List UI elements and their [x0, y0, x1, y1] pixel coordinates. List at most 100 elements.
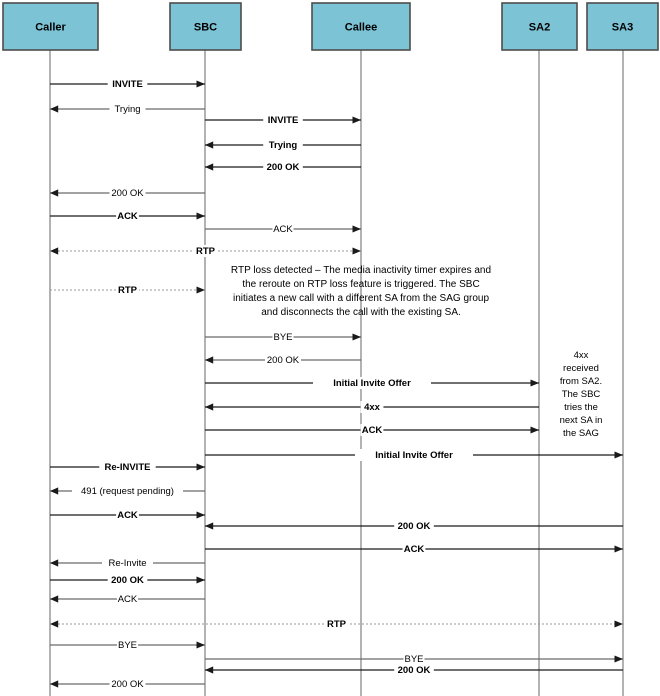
message-label: BYE [118, 640, 137, 651]
message-17-re-invite[interactable]: Re-INVITE [50, 461, 205, 473]
lifeline-callee[interactable]: Callee [311, 2, 411, 696]
lifeline-box-sa3[interactable] [586, 2, 659, 51]
message-label: RTP [327, 619, 347, 630]
message-7-ack[interactable]: ACK [50, 210, 205, 222]
message-label: Trying [114, 104, 140, 115]
message-label-backdrop [313, 377, 431, 389]
message-label-backdrop [394, 520, 434, 532]
lifeline-box-callee[interactable] [311, 2, 411, 51]
message-9-rtp[interactable]: RTP [49, 245, 361, 257]
message-label-backdrop [263, 161, 303, 173]
note-line: next SA in [560, 415, 603, 426]
note-line: received [563, 363, 599, 374]
message-27-bye[interactable]: BYE [205, 653, 623, 665]
message-26-bye[interactable]: BYE [50, 639, 205, 651]
message-label: ACK [117, 510, 138, 521]
message-label-backdrop [265, 354, 301, 366]
message-2-trying[interactable]: Trying [49, 103, 205, 115]
message-19-ack[interactable]: ACK [50, 509, 205, 521]
message-label-backdrop [394, 664, 434, 676]
message-18-491-request-pending[interactable]: 491 (request pending) [49, 485, 205, 497]
lifeline-sa2[interactable]: SA2 [501, 2, 578, 696]
message-label: 4xx [364, 402, 381, 413]
message-label-backdrop [325, 618, 348, 630]
message-label-backdrop [263, 114, 303, 126]
message-label-backdrop [99, 461, 156, 473]
message-label: Initial Invite Offer [375, 450, 453, 461]
message-label-backdrop [102, 557, 153, 569]
message-label: Re-Invite [108, 558, 146, 569]
note-line: and disconnects the call with the existi… [261, 307, 461, 318]
message-label-backdrop [355, 449, 473, 461]
message-label-backdrop [109, 187, 146, 199]
message-label: 200 OK [111, 575, 144, 586]
message-label: 200 OK [267, 355, 300, 366]
message-label: 200 OK [111, 188, 144, 199]
message-29-200-ok[interactable]: 200 OK [49, 678, 205, 690]
note-line: tries the [564, 402, 598, 413]
message-1-invite[interactable]: INVITE [50, 78, 205, 90]
message-label: 200 OK [398, 665, 431, 676]
message-label-backdrop [116, 210, 139, 222]
note-line: The SBC [562, 389, 601, 400]
message-14-4xx[interactable]: 4xx [204, 401, 539, 413]
message-5-200-ok[interactable]: 200 OK [204, 161, 361, 173]
message-label: ACK [404, 544, 425, 555]
lifeline-box-sbc[interactable] [169, 2, 242, 51]
message-label-backdrop [194, 245, 217, 257]
message-4-trying[interactable]: Trying [204, 139, 361, 151]
message-label-backdrop [72, 485, 183, 497]
lifeline-sbc[interactable]: SBC [169, 2, 242, 696]
message-label-backdrop [107, 574, 148, 586]
lifeline-label-sa3: SA3 [612, 21, 633, 33]
message-label: 200 OK [267, 162, 300, 173]
message-label-backdrop [107, 78, 148, 90]
note-line: from SA2. [560, 376, 602, 387]
note-line: RTP loss detected – The media inactivity… [231, 265, 491, 276]
message-label: ACK [362, 425, 383, 436]
message-label-backdrop [360, 401, 384, 413]
message-label: RTP [118, 285, 138, 296]
message-label: INVITE [268, 115, 299, 126]
lifeline-box-caller[interactable] [2, 2, 99, 51]
message-label: BYE [273, 332, 292, 343]
message-label-backdrop [403, 653, 425, 665]
message-23-200-ok[interactable]: 200 OK [50, 574, 205, 586]
message-label: INVITE [112, 79, 143, 90]
message-21-ack[interactable]: ACK [205, 543, 623, 555]
message-20-200-ok[interactable]: 200 OK [204, 520, 623, 532]
message-label-backdrop [402, 543, 426, 555]
message-28-200-ok[interactable]: 200 OK [204, 664, 623, 676]
message-label-backdrop [109, 678, 146, 690]
message-11-bye[interactable]: BYE [205, 331, 361, 343]
message-label-backdrop [272, 331, 294, 343]
message-25-rtp[interactable]: RTP [49, 618, 623, 630]
message-label-backdrop [109, 103, 146, 115]
message-label-backdrop [263, 139, 303, 151]
note-line: the SAG [563, 428, 599, 439]
message-15-ack[interactable]: ACK [205, 424, 539, 436]
message-16-initial-invite-offer[interactable]: Initial Invite Offer [205, 449, 623, 461]
message-24-ack[interactable]: ACK [49, 593, 205, 605]
note-line: the reroute on RTP loss feature is trigg… [242, 279, 479, 290]
lifeline-label-callee: Callee [345, 21, 377, 33]
message-12-200-ok[interactable]: 200 OK [204, 354, 361, 366]
lifeline-sa3[interactable]: SA3 [586, 2, 659, 696]
notes-layer: RTP loss detected – The media inactivity… [231, 265, 602, 439]
message-8-ack[interactable]: ACK [205, 223, 361, 235]
message-22-re-invite[interactable]: Re-Invite [49, 557, 205, 569]
lifeline-caller[interactable]: Caller [2, 2, 99, 696]
lifeline-label-sbc: SBC [194, 21, 217, 33]
lifeline-label-caller: Caller [35, 21, 66, 33]
message-3-invite[interactable]: INVITE [205, 114, 361, 126]
message-10-rtp[interactable]: RTP [50, 284, 205, 296]
lifeline-box-sa2[interactable] [501, 2, 578, 51]
message-6-200-ok[interactable]: 200 OK [49, 187, 205, 199]
message-label: RTP [196, 246, 216, 257]
message-13-initial-invite-offer[interactable]: Initial Invite Offer [205, 377, 539, 389]
note-rtp-loss-note: RTP loss detected – The media inactivity… [231, 265, 491, 318]
